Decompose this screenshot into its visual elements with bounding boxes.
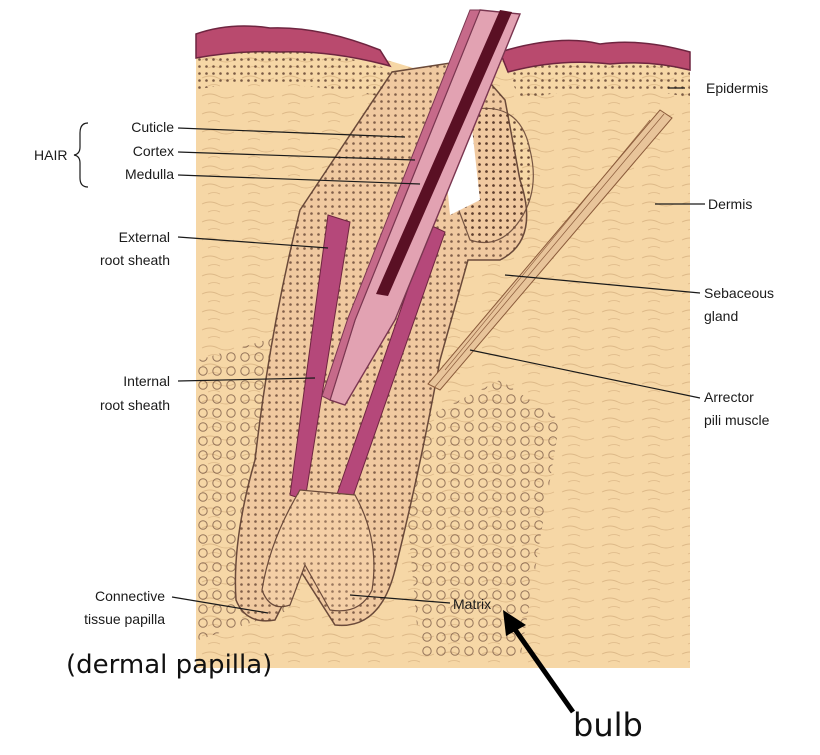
label-internal-root-sheath-2: root sheath	[40, 394, 170, 416]
label-external-root-sheath-2: root sheath	[40, 249, 170, 271]
label-connective-2: tissue papilla	[20, 608, 165, 630]
label-arrector-2: pili muscle	[704, 409, 769, 431]
label-external-root-sheath-1: External	[40, 226, 170, 248]
hair-brace	[74, 123, 88, 187]
label-cuticle: Cuticle	[96, 116, 174, 138]
label-arrector-1: Arrector	[704, 386, 754, 408]
label-sebaceous-2: gland	[704, 305, 738, 327]
label-dermis: Dermis	[708, 193, 752, 215]
label-matrix: Matrix	[453, 593, 491, 615]
label-sebaceous-1: Sebaceous	[704, 282, 774, 304]
label-internal-root-sheath-1: Internal	[40, 370, 170, 392]
label-medulla: Medulla	[96, 163, 174, 185]
annotation-dermal-papilla: (dermal papilla)	[66, 650, 272, 680]
label-connective-1: Connective	[20, 585, 165, 607]
label-cortex: Cortex	[96, 140, 174, 162]
label-epidermis: Epidermis	[706, 77, 768, 99]
label-hair: HAIR	[34, 144, 67, 166]
annotation-bulb: bulb	[573, 706, 643, 744]
